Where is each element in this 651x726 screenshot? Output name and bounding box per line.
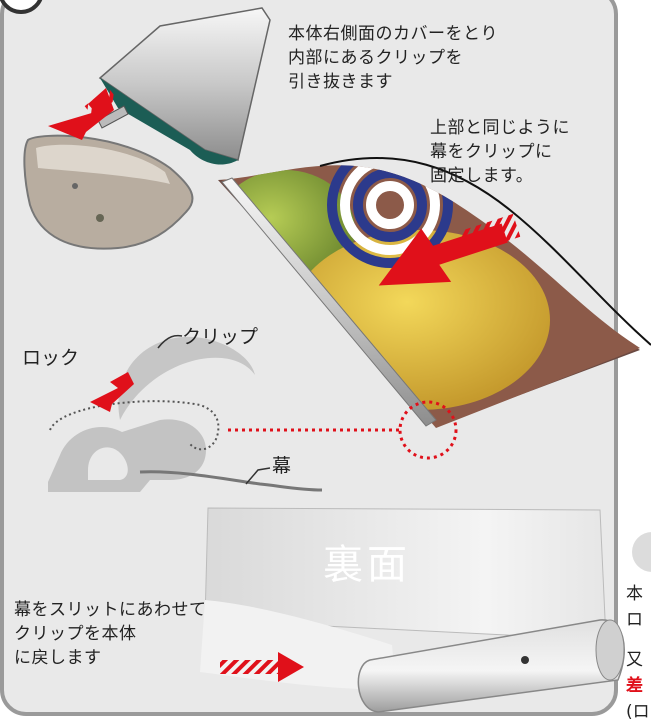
insert-banner-line-1: 幕をスリットにあわせて: [14, 600, 207, 620]
clip-leader-line: [157, 334, 183, 349]
detail-highlight-circle: [398, 400, 458, 460]
remove-clip-line-1: 本体右側面のカバーをとり: [288, 24, 498, 44]
pull-out-arrow: [48, 87, 117, 140]
back-side-label: 裏面: [323, 542, 411, 588]
banner-label: 幕: [272, 455, 292, 477]
lock-arrow: [90, 372, 134, 412]
right-text-1: 本: [626, 584, 643, 604]
lock-label: ロック: [22, 347, 80, 369]
fix-banner-line-1: 上部と同じように: [430, 118, 570, 138]
fix-banner-line-2: 幕をクリップに: [430, 142, 553, 162]
next-step-circle: [632, 532, 651, 572]
right-text-3: 又: [626, 650, 643, 670]
clip-label: クリップ: [182, 326, 259, 348]
right-text-4: 差: [626, 676, 643, 696]
cover-tube-illustration: [97, 7, 271, 165]
fix-banner-line-3: 固定します。: [430, 166, 534, 186]
insert-banner-line-2: クリップを本体: [14, 624, 137, 644]
clip-cross-section: [48, 336, 323, 492]
right-text-2: ロ: [626, 610, 643, 630]
banner-leader-line: [245, 467, 271, 485]
remove-clip-line-2: 内部にあるクリップを: [288, 48, 463, 68]
banner-illustration: [218, 156, 651, 428]
insert-arrow: [378, 213, 521, 286]
right-text-5: (ロ: [626, 702, 650, 722]
slide-in-arrow: [220, 652, 304, 682]
insert-banner-line-3: に戻します: [14, 648, 102, 668]
remove-clip-line-3: 引き抜きます: [288, 72, 393, 92]
base-tube-illustration: [357, 619, 625, 713]
end-cap-illustration: [23, 134, 194, 250]
